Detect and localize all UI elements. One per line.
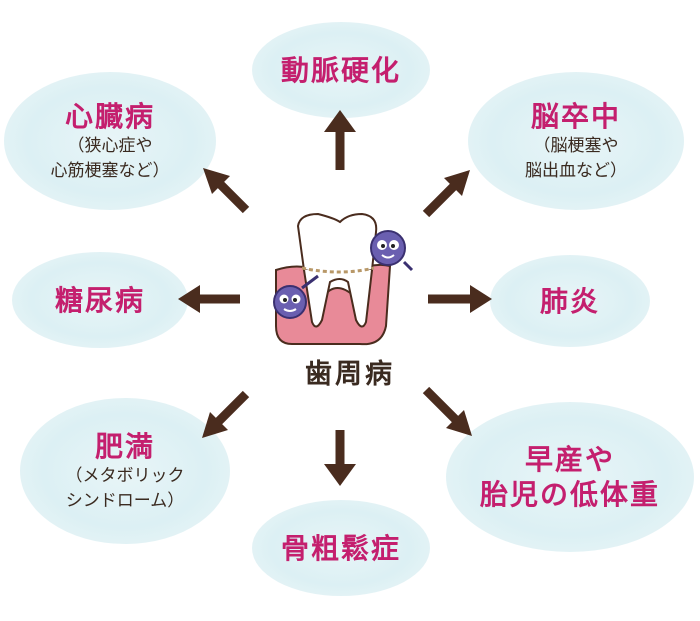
node-sub: （脳梗塞や [533,135,619,156]
node-title: 肺炎 [539,284,600,318]
bacteria-right-icon [370,230,414,272]
center-label: 歯周病 [305,359,395,390]
node-title: 脳卒中 [530,99,621,133]
node-sub: （狭心症や [67,135,153,156]
bacteria-left-icon [273,274,319,319]
arrow-down-left [202,390,250,438]
node-title: 動脈硬化 [280,53,401,87]
tooth-crown [296,212,378,275]
node-stroke: 脳卒中 （脳梗塞や 脳出血など） [468,72,684,210]
arrow-down [324,430,356,486]
node-arteriosclerosis: 動脈硬化 [252,22,430,118]
arrow-up-right [422,170,470,218]
node-sub: 心筋梗塞など） [50,160,170,181]
node-heart-disease: 心臓病 （狭心症や 心筋梗塞など） [4,72,216,210]
tooth-roots [303,269,373,328]
node-title: 胎児の低体重 [479,478,660,511]
node-obesity: 肥満 （メタボリック シンドローム） [20,398,230,544]
node-sub: シンドローム） [65,490,185,511]
plaque-line [301,266,375,274]
tooth-illustration [273,212,414,346]
node-sub: 脳出血など） [525,160,627,181]
node-title: 骨粗鬆症 [280,531,401,565]
node-sub: （メタボリック [65,465,185,486]
node-title: 早産や [524,443,615,476]
arrow-down-right [422,386,472,436]
node-osteoporosis: 骨粗鬆症 [252,500,430,596]
node-title: 肥満 [94,429,155,463]
node-pneumonia: 肺炎 [490,255,650,347]
arrows [178,110,492,486]
node-title: 心臓病 [64,99,155,133]
node-diabetes: 糖尿病 [12,252,188,348]
arrow-up-left [203,168,250,214]
node-premature-birth: 早産や 胎児の低体重 [446,402,694,552]
arrow-left [178,285,240,313]
arrow-right [428,285,492,313]
node-title: 糖尿病 [54,283,145,317]
arrow-up [324,110,356,170]
